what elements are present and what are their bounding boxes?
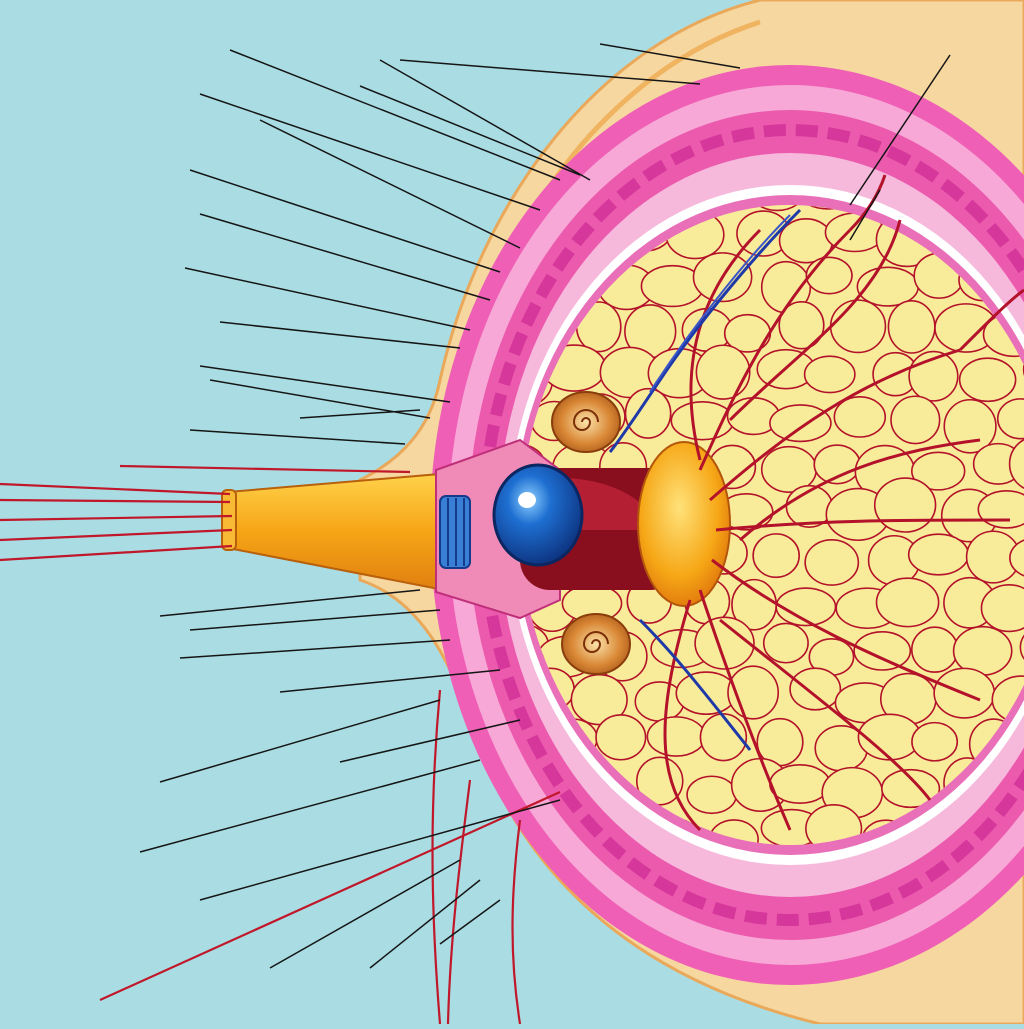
lobule-cell (805, 356, 855, 392)
external-vessel (513, 820, 521, 1024)
leader-line (220, 322, 460, 348)
leader-line (380, 60, 590, 180)
lobule-cell (696, 345, 749, 399)
blue-sphere-icon (494, 465, 582, 565)
spiral-nodule-icon (562, 614, 630, 674)
lobule-cell (876, 578, 938, 626)
lobule-cell (770, 405, 831, 442)
lobule-cell (753, 534, 799, 577)
leader-line (440, 900, 500, 944)
lobule-cell (912, 723, 957, 761)
leader-line (210, 380, 430, 418)
funnel-rim (222, 490, 236, 550)
lobule-cell (909, 534, 969, 575)
lobule-cell (978, 491, 1024, 528)
leader-line (300, 410, 420, 418)
lobule-cell (888, 301, 934, 353)
lobule-cell (960, 358, 1016, 401)
leader-line (180, 640, 450, 658)
external-vessel (0, 484, 230, 494)
external-vessel (0, 530, 232, 540)
lobule-cell (764, 623, 808, 662)
leader-line (260, 120, 520, 248)
leader-line (140, 760, 480, 852)
external-vessel (120, 466, 410, 472)
external-vessel (0, 500, 230, 502)
leader-line (200, 214, 490, 300)
lobule-cell (831, 300, 886, 352)
lobule-cell (687, 776, 736, 813)
lobule-cell (875, 478, 936, 532)
external-vessel (0, 516, 232, 520)
funnel-duct (228, 474, 444, 590)
lobule-cell (596, 715, 646, 760)
leader-line (160, 590, 420, 616)
leader-line (370, 880, 480, 968)
lobule-cell (647, 717, 705, 756)
lobule-cell (891, 396, 940, 443)
leader-line (160, 700, 440, 782)
orange-cap-icon (638, 442, 730, 606)
lobule-cell (806, 257, 852, 293)
leader-line (190, 430, 405, 444)
leader-line (270, 860, 460, 968)
lobule-cell (790, 668, 840, 710)
leader-line (360, 86, 580, 175)
lobule-cell (805, 540, 858, 585)
leader-line (190, 610, 440, 630)
lobule-cell (912, 627, 958, 672)
external-vessel (0, 546, 232, 560)
leader-line (185, 268, 470, 330)
leader-line (200, 800, 560, 900)
spiral-nodule-icon (552, 392, 620, 452)
external-vessel (100, 792, 560, 1000)
lobule-cell (770, 765, 830, 803)
